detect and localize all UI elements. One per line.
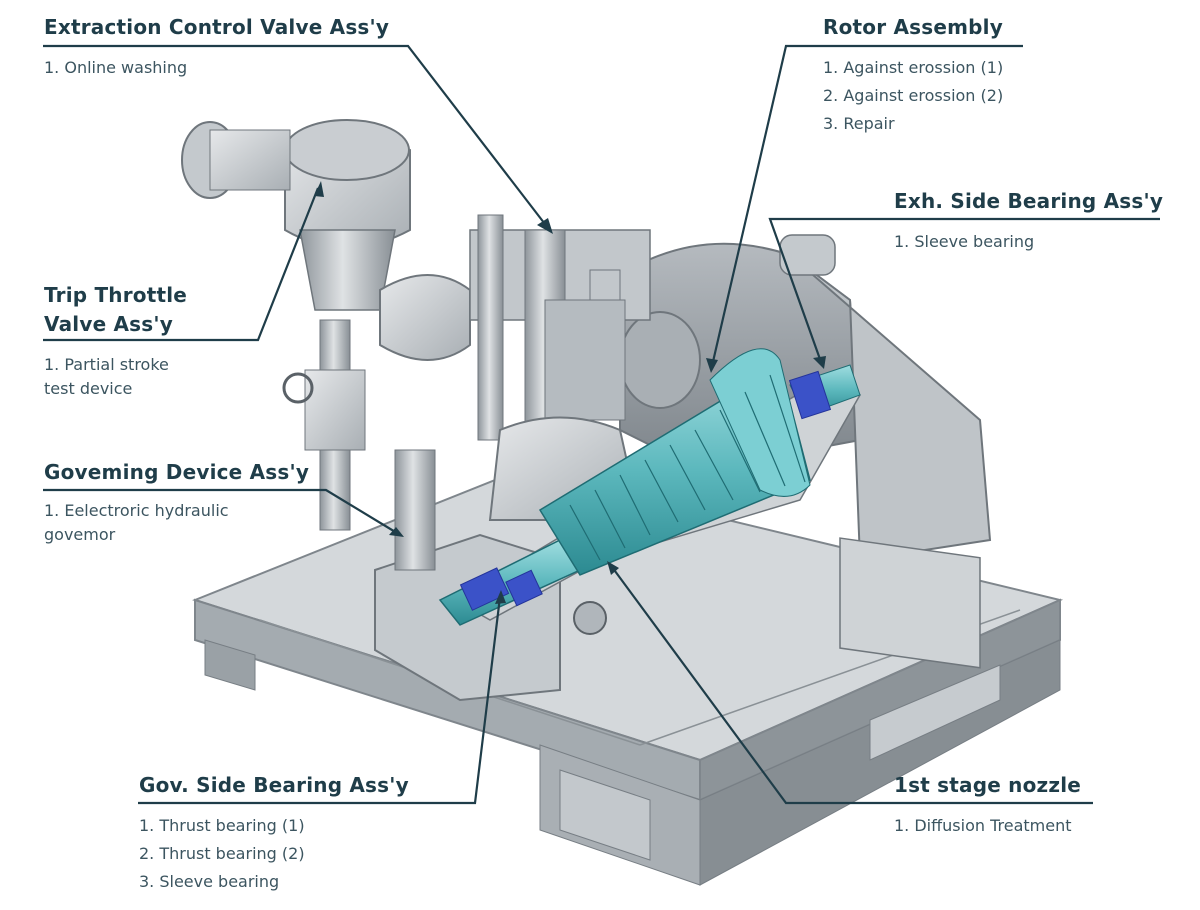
leader-line-first-stage-nozzle xyxy=(611,566,1093,805)
callout-title: Goveming Device Ass'y xyxy=(44,460,310,484)
arrowhead-governing-device xyxy=(389,527,404,537)
callout-item: 3. Repair xyxy=(823,114,895,133)
callout-trip-throttle-valve: Trip Throttle Valve Ass'y 1. Partial str… xyxy=(44,281,187,401)
callout-item-list: 1. Online washing xyxy=(44,54,389,82)
leader-line-rotor-assembly xyxy=(710,44,1023,367)
callout-title: Exh. Side Bearing Ass'y xyxy=(894,189,1164,213)
arrowhead-trip-throttle-valve xyxy=(314,181,324,197)
leader-line-trip-throttle-valve xyxy=(43,187,320,342)
callout-item: 1. Thrust bearing (1) xyxy=(139,816,305,835)
callout-title: Extraction Control Valve Ass'y xyxy=(44,15,390,39)
callout-item: 1. Against erossion (1) xyxy=(823,58,1004,77)
callout-item-list: 1. Sleeve bearing xyxy=(894,228,1163,256)
callout-item: 1. Diffusion Treatment xyxy=(894,816,1072,835)
callout-gov-side-bearing: Gov. Side Bearing Ass'y 1. Thrust bearin… xyxy=(139,772,409,896)
arrowhead-rotor-assembly xyxy=(706,358,718,373)
callout-item-list: 1. Eelectroric hydraulic govemor xyxy=(44,499,309,547)
callout-rotor-assembly: Rotor Assembly 1. Against erossion (1) 2… xyxy=(823,14,1003,138)
callout-exh-side-bearing: Exh. Side Bearing Ass'y 1. Sleeve bearin… xyxy=(894,188,1163,256)
callout-governing-device: Goveming Device Ass'y 1. Eelectroric hyd… xyxy=(44,459,309,547)
leader-line-governing-device xyxy=(43,488,398,534)
callout-title: Rotor Assembly xyxy=(823,15,1003,39)
callout-item: 1. Sleeve bearing xyxy=(894,232,1035,251)
callout-item: 2. Against erossion (2) xyxy=(823,86,1004,105)
callout-item: 1. Eelectroric hydraulic govemor xyxy=(44,501,229,544)
callout-item-list: 1. Diffusion Treatment xyxy=(894,812,1081,840)
callout-item: 1. Partial stroke test device xyxy=(44,355,169,398)
callout-item-list: 1. Partial stroke test device xyxy=(44,353,187,401)
callout-title: Gov. Side Bearing Ass'y xyxy=(139,773,409,797)
callout-item-list: 1. Thrust bearing (1) 2. Thrust bearing … xyxy=(139,812,409,896)
arrowhead-extraction-control-valve xyxy=(537,218,553,234)
leader-line-exh-side-bearing xyxy=(768,217,1160,363)
turbine-rotor xyxy=(438,348,861,626)
callout-extraction-control-valve: Extraction Control Valve Ass'y 1. Online… xyxy=(44,14,389,82)
callout-item: 3. Sleeve bearing xyxy=(139,872,280,891)
arrowhead-gov-side-bearing xyxy=(495,590,506,604)
arrowhead-first-stage-nozzle xyxy=(607,561,619,575)
callout-item: 1. Online washing xyxy=(44,58,188,77)
leader-line-gov-side-bearing xyxy=(138,596,502,805)
arrowhead-exh-side-bearing xyxy=(813,356,826,369)
leader-line-extraction-control-valve xyxy=(43,44,549,229)
trip-throttle-valve-body xyxy=(181,119,411,531)
callout-item: 2. Thrust bearing (2) xyxy=(139,844,305,863)
callout-title: Trip Throttle Valve Ass'y xyxy=(44,283,188,336)
callout-title: 1st stage nozzle xyxy=(894,773,1082,797)
callout-first-stage-nozzle: 1st stage nozzle 1. Diffusion Treatment xyxy=(894,772,1081,840)
callout-item-list: 1. Against erossion (1) 2. Against eross… xyxy=(823,54,1003,138)
